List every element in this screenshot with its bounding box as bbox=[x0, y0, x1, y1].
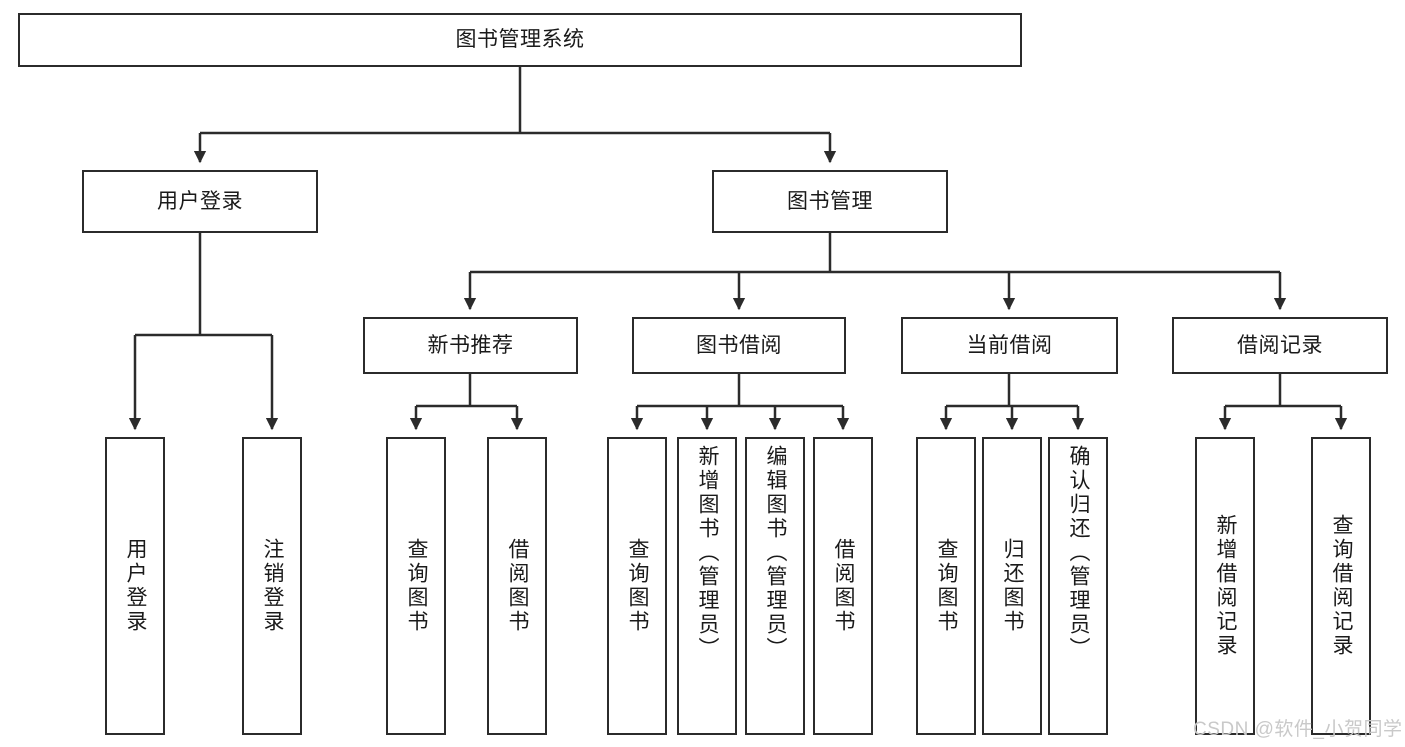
node-leaf-borrow-book-1-label: 借阅图书 bbox=[506, 538, 530, 634]
node-book-borrow-label: 图书借阅 bbox=[696, 333, 782, 357]
node-leaf-query-record[interactable]: 查询借阅记录 bbox=[1311, 437, 1371, 735]
node-book-manage[interactable]: 图书管理 bbox=[712, 170, 948, 233]
borrow-record-to-leaves-connectors bbox=[1218, 374, 1348, 431]
node-book-manage-label: 图书管理 bbox=[787, 189, 873, 213]
node-leaf-borrow-book-2[interactable]: 借阅图书 bbox=[813, 437, 873, 735]
node-leaf-user-login[interactable]: 用户登录 bbox=[105, 437, 165, 735]
node-leaf-add-book-label: 新增图书（管理员） bbox=[696, 445, 720, 661]
node-new-book-recommend-label: 新书推荐 bbox=[427, 333, 514, 357]
node-current-borrow-label: 当前借阅 bbox=[966, 333, 1053, 357]
node-current-borrow[interactable]: 当前借阅 bbox=[901, 317, 1118, 374]
node-leaf-user-login-label: 用户登录 bbox=[124, 538, 148, 634]
node-leaf-edit-book[interactable]: 编辑图书（管理员） bbox=[745, 437, 805, 735]
node-leaf-query-book-3[interactable]: 查询图书 bbox=[916, 437, 976, 735]
current-borrow-to-leaves-connectors bbox=[939, 374, 1085, 431]
node-user-login[interactable]: 用户登录 bbox=[82, 170, 318, 233]
node-root[interactable]: 图书管理系统 bbox=[18, 13, 1022, 67]
node-leaf-borrow-book-2-label: 借阅图书 bbox=[832, 538, 856, 634]
node-user-login-label: 用户登录 bbox=[157, 189, 243, 213]
node-leaf-add-record[interactable]: 新增借阅记录 bbox=[1195, 437, 1255, 735]
node-leaf-borrow-book-1[interactable]: 借阅图书 bbox=[487, 437, 547, 735]
root-to-level2-connectors bbox=[193, 67, 837, 164]
node-leaf-return-book-label: 归还图书 bbox=[1001, 538, 1025, 634]
node-leaf-query-book-3-label: 查询图书 bbox=[935, 538, 959, 634]
node-leaf-query-book-1[interactable]: 查询图书 bbox=[386, 437, 446, 735]
node-borrow-record[interactable]: 借阅记录 bbox=[1172, 317, 1388, 374]
node-leaf-add-book[interactable]: 新增图书（管理员） bbox=[677, 437, 737, 735]
user-login-to-leaves-connectors bbox=[128, 233, 279, 431]
node-leaf-query-book-1-label: 查询图书 bbox=[405, 538, 429, 634]
node-leaf-query-book-2-label: 查询图书 bbox=[626, 538, 650, 634]
node-book-borrow[interactable]: 图书借阅 bbox=[632, 317, 846, 374]
node-leaf-query-book-2[interactable]: 查询图书 bbox=[607, 437, 667, 735]
node-leaf-confirm-return-label: 确认归还（管理员） bbox=[1067, 445, 1091, 661]
node-leaf-user-logout[interactable]: 注销登录 bbox=[242, 437, 302, 735]
node-leaf-return-book[interactable]: 归还图书 bbox=[982, 437, 1042, 735]
node-borrow-record-label: 借阅记录 bbox=[1237, 333, 1323, 357]
node-leaf-add-record-label: 新增借阅记录 bbox=[1214, 514, 1238, 658]
node-root-label: 图书管理系统 bbox=[455, 28, 585, 52]
book-borrow-to-leaves-connectors bbox=[630, 374, 850, 431]
new-book-recommend-to-leaves-connectors bbox=[409, 374, 524, 431]
book-manage-to-level3-connectors bbox=[463, 233, 1287, 311]
node-leaf-edit-book-label: 编辑图书（管理员） bbox=[764, 445, 788, 661]
node-leaf-user-logout-label: 注销登录 bbox=[261, 538, 285, 634]
node-new-book-recommend[interactable]: 新书推荐 bbox=[363, 317, 578, 374]
node-leaf-query-record-label: 查询借阅记录 bbox=[1330, 514, 1354, 658]
node-leaf-confirm-return[interactable]: 确认归还（管理员） bbox=[1048, 437, 1108, 735]
